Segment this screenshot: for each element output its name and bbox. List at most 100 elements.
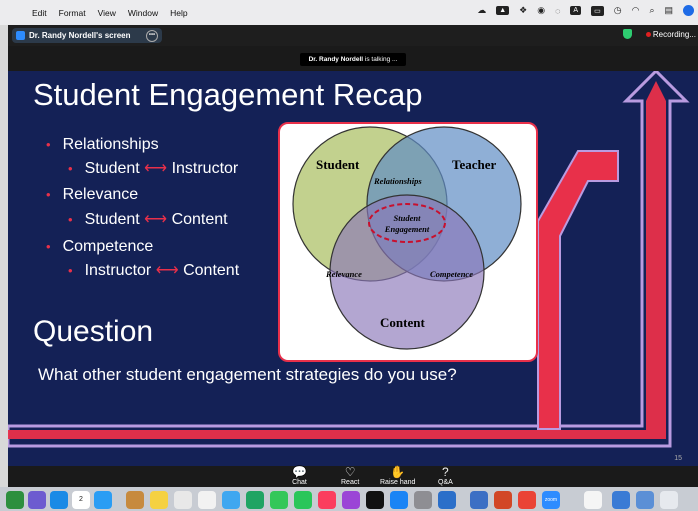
sub-bullet-competence: • Instructor ⟷ Content [68,260,239,280]
calendar-icon[interactable]: 2 [72,491,90,509]
app-store-icon[interactable] [390,491,408,509]
venn-diagram: Student Teacher Content Relationships Re… [292,126,522,350]
bullet-label: Competence [62,238,154,255]
talking-name: Dr. Randy Nordell [308,56,364,63]
control-center-icon[interactable]: ▤ [664,5,673,15]
label-engagement-2: Engagement [384,224,430,234]
label-student: Student [316,157,360,172]
sub-left: Instructor [84,262,152,279]
label-relevance: Relevance [325,269,362,279]
google-drive-icon[interactable] [246,491,264,509]
trash-icon[interactable] [660,491,678,509]
sub-right: Content [171,211,228,228]
dock: 2 zoom [0,487,698,511]
menu-view[interactable]: View [97,7,116,18]
system-settings-icon[interactable] [414,491,432,509]
stickies-icon[interactable] [150,491,168,509]
label-relationships: Relationships [373,176,422,186]
menu-help[interactable]: Help [170,7,188,18]
adobe-icon[interactable]: A [570,6,582,15]
notes-icon[interactable] [126,491,144,509]
window-thumb-icon[interactable] [612,491,630,509]
preview-icon[interactable] [584,491,602,509]
question-title: Question [33,315,154,348]
chat-icon: 💬 [292,465,307,479]
word-icon[interactable] [438,491,456,509]
recording-label: Recording... [652,29,696,39]
music-icon[interactable] [318,491,336,509]
sub-right: Content [183,262,240,279]
zoom-icon [16,31,25,40]
clock-icon[interactable]: ◷ [613,5,622,15]
facetime-icon[interactable] [294,491,312,509]
zoom-meeting-window: Dr. Randy Nordell's screen ••• Recording… [8,25,698,487]
mail-icon[interactable] [94,491,112,509]
bullet-dot: • [46,187,51,202]
cloud-icon[interactable]: ☁ [477,5,487,15]
meeting-toolbar: 💬Chat ♡React ✋Raise hand ?Q&A [8,466,698,487]
app-icon[interactable]: ◌ [555,5,561,16]
zoom-app-icon[interactable]: zoom [542,491,560,509]
slide-arrow-graphic [8,71,690,448]
podcasts-icon[interactable] [342,491,360,509]
sub-right: Instructor [171,160,239,177]
bullet-dot: • [68,212,73,227]
menu-format[interactable]: Format [58,7,86,18]
security-shield-icon[interactable] [622,29,632,39]
maps-icon[interactable] [222,491,240,509]
zoom-app-label: zoom [544,497,558,503]
photos-icon[interactable] [174,491,192,509]
safari-icon[interactable] [50,491,68,509]
bullet-dot: • [68,263,73,278]
hand-icon: ✋ [390,465,406,479]
recording-dot-icon [645,31,651,37]
react-button[interactable]: ♡React [341,466,359,487]
qa-label: Q&A [438,479,453,486]
raise-hand-button[interactable]: ✋Raise hand [380,465,415,487]
launchpad-icon[interactable] [28,491,46,509]
screen-share-pill[interactable]: Dr. Randy Nordell's screen ••• [12,28,162,43]
wifi-icon[interactable]: ◠ [631,5,640,15]
sub-bullet-relevance: •Student ⟷ Content [68,209,228,229]
bullet-dot: • [46,137,51,152]
menu-window[interactable]: Window [127,7,159,18]
share-bar: Dr. Randy Nordell's screen ••• Recording… [8,25,698,46]
sub-left: Student [84,211,140,228]
search-icon[interactable]: ⌕ [649,5,655,15]
sync-icon[interactable]: ◉ [537,5,546,15]
menu-edit[interactable]: Edit [32,7,47,18]
venn-diagram-card: Student Teacher Content Relationships Re… [278,122,538,362]
label-content: Content [380,315,425,330]
drive-icon[interactable]: ▲ [496,6,510,15]
more-options-icon[interactable]: ••• [146,29,158,42]
double-arrow-icon: ⟷ [155,262,179,279]
reminders-icon[interactable] [198,491,216,509]
sub-bullet-relationships: •Student ⟷ Instructor [68,158,238,178]
chat-button[interactable]: 💬Chat [292,465,307,487]
messages-icon[interactable] [270,491,288,509]
siri-icon[interactable] [683,5,694,16]
qa-button[interactable]: ?Q&A [438,466,453,487]
finder-icon[interactable] [6,491,24,509]
window-thumb-icon-2[interactable] [636,491,654,509]
status-icons: ☁ ▲ ❖ ◉ ◌ A ▭ ◷ ◠ ⌕ ▤ [477,5,694,16]
label-competence: Competence [430,269,473,279]
recording-area: Recording... [622,29,696,39]
dropbox-icon[interactable]: ❖ [519,5,528,15]
share-label: Dr. Randy Nordell's screen [29,31,131,40]
powerpoint-icon[interactable] [494,491,512,509]
bullet-label: Relevance [62,186,139,203]
battery-icon[interactable]: ▭ [591,5,604,16]
bullet-dot: • [46,239,51,254]
slide-title: Student Engagement Recap [33,77,423,112]
app-icon[interactable] [470,491,488,509]
chrome-icon[interactable] [518,491,536,509]
recording-indicator[interactable]: Recording... [645,29,696,39]
apple-tv-icon[interactable] [366,491,384,509]
sub-left: Student [84,160,140,177]
arrow-zigzag [537,150,619,430]
bullet-relevance: • Relevance [46,186,138,204]
bullet-dot: • [68,161,73,176]
question-text: What other student engagement strategies… [38,365,457,384]
engagement-ellipse [368,203,446,243]
